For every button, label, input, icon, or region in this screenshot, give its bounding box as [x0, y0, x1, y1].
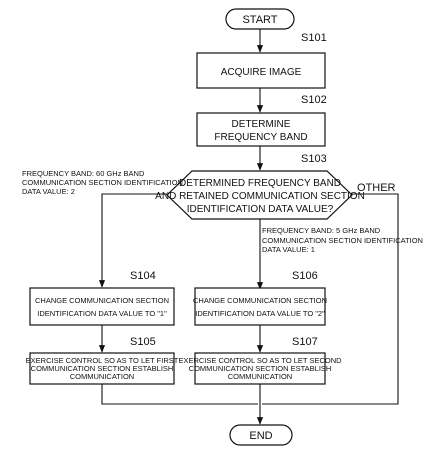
- step-label-s105-line3: COMMUNICATION: [70, 372, 134, 381]
- edge-s103-other-to-merge: [262, 193, 399, 405]
- step-label-s105-line2: COMMUNICATION SECTION ESTABLISH: [31, 364, 174, 373]
- end-label: END: [249, 430, 272, 442]
- decision-label-line3: IDENTIFICATION DATA VALUE?: [187, 204, 334, 215]
- step-label-s101: ACQUIRE IMAGE: [221, 67, 302, 78]
- step-label-s107-line3: COMMUNICATION: [228, 372, 292, 381]
- branch-down-line2: COMMUNICATION SECTION IDENTIFICATION: [262, 236, 423, 245]
- connectors: [98, 29, 399, 425]
- step-s106: S106 CHANGE COMMUNICATION SECTION IDENTI…: [193, 270, 327, 326]
- branch-down-line1: FREQUENCY BAND: 5 GHz BAND: [262, 226, 381, 235]
- branch-left-annotation: FREQUENCY BAND: 60 GHz BAND COMMUNICATIO…: [22, 169, 183, 196]
- step-s102: S102 DETERMINE FREQUENCY BAND: [196, 94, 327, 147]
- decision-label-line1: DETERMINED FREQUENCY BAND: [179, 178, 341, 189]
- step-s107: S107 EXERCISE CONTROL SO AS TO LET SECON…: [178, 336, 342, 385]
- step-s101: S101 ACQUIRE IMAGE: [196, 32, 327, 89]
- step-s105: S105 EXERCISE CONTROL SO AS TO LET FIRST…: [26, 336, 179, 385]
- step-label-s106-line2: IDENTIFICATION DATA VALUE TO "2": [195, 309, 325, 318]
- step-label-s107-line1: EXERCISE CONTROL SO AS TO LET SECOND: [178, 356, 342, 365]
- end-terminal: END: [229, 424, 293, 446]
- step-label-s102-line2: FREQUENCY BAND: [214, 132, 307, 143]
- step-s103-decision: S103 DETERMINED FREQUENCY BAND AND RETAI…: [155, 153, 365, 220]
- branch-down-line3: DATA VALUE: 1: [262, 245, 315, 254]
- step-id-s104: S104: [130, 270, 156, 282]
- step-id-s103: S103: [301, 153, 327, 165]
- branch-other-label: OTHER: [357, 182, 396, 194]
- step-id-s101: S101: [301, 32, 327, 44]
- start-terminal: START: [225, 8, 295, 30]
- branch-left-line3: DATA VALUE: 2: [22, 187, 75, 196]
- branch-down-annotation: FREQUENCY BAND: 5 GHz BAND COMMUNICATION…: [262, 226, 423, 254]
- step-s104: S104 CHANGE COMMUNICATION SECTION IDENTI…: [29, 270, 175, 326]
- step-label-s104-line2: IDENTIFICATION DATA VALUE TO "1": [37, 309, 167, 318]
- branch-left-line1: FREQUENCY BAND: 60 GHz BAND: [22, 169, 145, 178]
- step-label-s102-line1: DETERMINE: [232, 119, 291, 130]
- step-id-s107: S107: [292, 336, 318, 348]
- step-id-s105: S105: [130, 336, 156, 348]
- edge-s105-to-merge: [101, 384, 258, 405]
- edge-s103-left-to-s104: [98, 193, 167, 288]
- step-label-s105-line1: EXERCISE CONTROL SO AS TO LET FIRST: [26, 356, 179, 365]
- start-label: START: [242, 14, 277, 26]
- step-label-s106-line1: CHANGE COMMUNICATION SECTION: [193, 296, 327, 305]
- step-label-s104-line1: CHANGE COMMUNICATION SECTION: [35, 296, 169, 305]
- step-id-s102: S102: [301, 94, 327, 106]
- branch-left-line2: COMMUNICATION SECTION IDENTIFICATION: [22, 178, 183, 187]
- step-id-s106: S106: [292, 270, 318, 282]
- decision-label-line2: AND RETAINED COMMUNICATION SECTION: [155, 191, 365, 202]
- step-label-s107-line2: COMMUNICATION SECTION ESTABLISH: [189, 364, 332, 373]
